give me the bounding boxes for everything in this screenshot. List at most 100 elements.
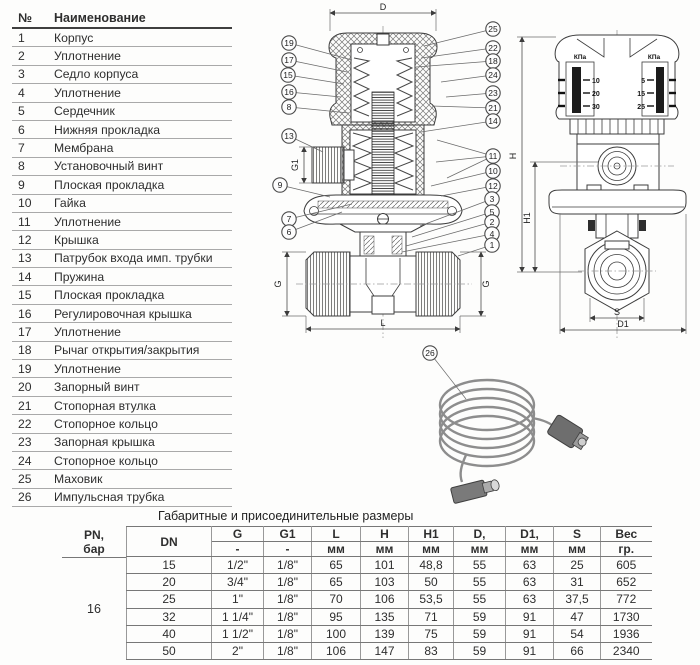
svg-text:9: 9	[278, 180, 283, 190]
column-header: G1	[263, 526, 312, 542]
svg-text:23: 23	[488, 88, 498, 98]
cell-g: 2"	[211, 641, 264, 661]
callout-12: 12	[440, 178, 501, 197]
callout-16: 16	[281, 84, 342, 100]
part-number: 17	[18, 324, 32, 339]
column-unit: мм	[408, 541, 454, 557]
callout-3: 3	[419, 191, 500, 227]
cell-weight: 2340	[600, 641, 652, 661]
scale-tick-label: 25	[637, 104, 645, 111]
part-name: Маховик	[54, 472, 103, 487]
side-flange	[548, 189, 687, 215]
scale-tick-label: 20	[592, 91, 600, 98]
parts-list-row: 7 Мембрана	[12, 139, 232, 158]
dimension-d: D	[329, 2, 437, 31]
part-number: 20	[18, 380, 32, 395]
dimensions-row: 25 1" 1/8" 70 106 53,5 55 63 37,5 772	[126, 590, 652, 609]
callout-2: 2	[405, 214, 500, 247]
parts-list-row: 15 Плоская прокладка	[12, 286, 232, 305]
column-unit: мм	[505, 541, 554, 557]
cell-l: 95	[311, 607, 361, 626]
svg-text:22: 22	[488, 43, 498, 53]
callout-9: 9	[272, 177, 331, 198]
cell-s: 54	[553, 624, 601, 643]
dimensions-row: 32 1 1/4" 1/8" 95 135 71 59 91 47 1730	[126, 607, 652, 626]
column-unit: мм	[553, 541, 601, 557]
part-name: Уплотнение	[54, 324, 121, 339]
column-header: D,	[453, 526, 506, 542]
parts-list-row: 22 Стопорное кольцо	[12, 415, 232, 434]
column-header: L	[311, 526, 361, 542]
part-name: Регулировочная крышка	[54, 306, 192, 321]
cell-h: 103	[360, 573, 409, 592]
part-number: 10	[18, 196, 32, 211]
parts-list-row: 19 Уплотнение	[12, 360, 232, 379]
svg-text:4: 4	[490, 229, 495, 239]
part-number: 2	[18, 49, 25, 64]
part-number: 5	[18, 104, 25, 119]
callout-7: 7	[281, 203, 353, 227]
parts-list-row: 24 Стопорное кольцо	[12, 452, 232, 471]
cell-l: 106	[311, 641, 361, 661]
dimension-l: L	[305, 316, 461, 333]
dimension-h: H	[508, 36, 582, 273]
svg-text:25: 25	[488, 24, 498, 34]
part-name: Уплотнение	[54, 361, 121, 376]
svg-text:7: 7	[287, 214, 292, 224]
parts-list: № Наименование 1 Корпус 2 Уплотнение 3 С…	[12, 8, 232, 508]
parts-list-row: 12 Крышка	[12, 231, 232, 250]
scale-left-unit: КПа	[574, 54, 587, 61]
part-number: 25	[18, 472, 32, 487]
column-header: H	[360, 526, 409, 542]
dim-label-l: L	[380, 318, 385, 328]
pn-header: PN, бар	[62, 526, 126, 558]
dim-label-s: S	[614, 307, 620, 317]
svg-text:5: 5	[490, 207, 495, 217]
parts-list-row: 18 Рычаг открытия/закрытия	[12, 342, 232, 361]
dim-label-g1: G1	[290, 159, 300, 171]
pressure-scale-left: КПа	[565, 54, 595, 117]
part-number: 18	[18, 343, 32, 358]
callout-22: 22	[420, 40, 501, 59]
dimension-s: S	[589, 298, 645, 322]
cell-d: 55	[453, 573, 506, 592]
hex-nut-end-view	[584, 230, 650, 312]
column-header: G	[211, 526, 264, 542]
cell-g: 3/4"	[211, 573, 264, 592]
part-number: 19	[18, 361, 32, 376]
parts-list-row: 4 Уплотнение	[12, 84, 232, 103]
cell-d1: 91	[505, 624, 554, 643]
parts-list-row: 26 Импульсная трубка	[12, 489, 232, 508]
dimension-d1: D1	[559, 214, 687, 334]
cell-g1: 1/8"	[263, 624, 312, 643]
parts-list-header: № Наименование	[12, 8, 232, 29]
parts-list-row: 2 Уплотнение	[12, 47, 232, 66]
part-number: 15	[18, 288, 32, 303]
callout-17: 17	[281, 52, 348, 73]
cell-h: 139	[360, 624, 409, 643]
svg-text:26: 26	[425, 348, 435, 358]
impulse-tube-fitting-right	[547, 414, 589, 451]
cell-h: 101	[360, 555, 409, 575]
cell-h1: 48,8	[408, 555, 454, 575]
part-name: Стопорное кольцо	[54, 453, 158, 468]
part-number: 21	[18, 398, 32, 413]
part-number: 1	[18, 30, 25, 45]
callout-26: 26	[422, 345, 467, 400]
cell-h1: 71	[408, 607, 454, 626]
column-header: D1,	[505, 526, 554, 542]
dimensions-table-body: 15 1/2" 1/8" 65 101 48,8 55 63 25 605 20…	[126, 555, 652, 661]
parts-list-row: 6 Нижняя прокладка	[12, 121, 232, 140]
dimensions-row: 15 1/2" 1/8" 65 101 48,8 55 63 25 605	[126, 555, 652, 575]
impulse-tube-drawing	[438, 378, 589, 504]
svg-text:13: 13	[284, 131, 294, 141]
svg-text:3: 3	[490, 194, 495, 204]
column-unit: -	[263, 541, 312, 557]
dim-label-h1: H1	[522, 212, 532, 224]
svg-text:8: 8	[287, 102, 292, 112]
dimension-g1: G1	[290, 146, 312, 184]
cell-s: 66	[553, 641, 601, 661]
part-number: 26	[18, 490, 32, 505]
svg-text:15: 15	[283, 70, 293, 80]
